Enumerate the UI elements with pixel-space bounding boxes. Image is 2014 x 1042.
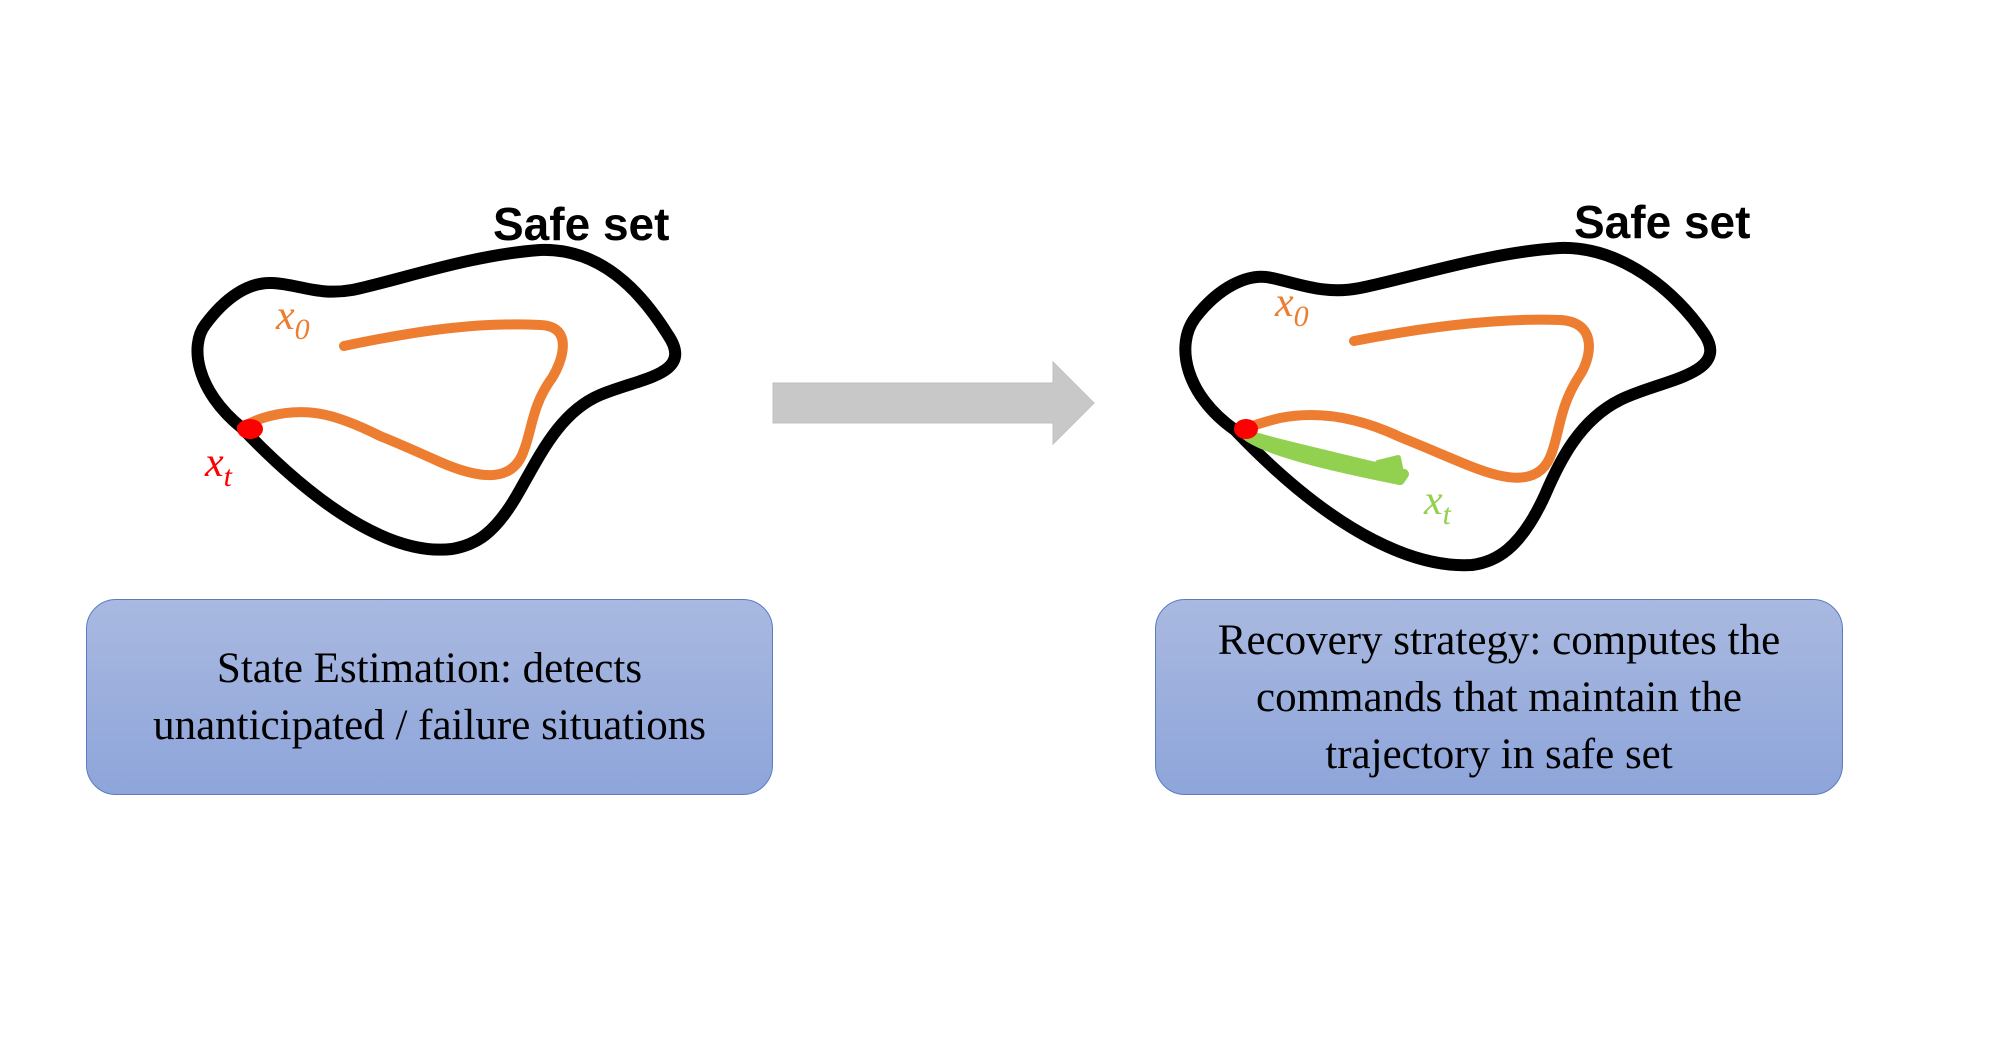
left-trajectory (237, 319, 568, 480)
right-trajectory (1240, 314, 1594, 483)
left-failure-point (237, 419, 263, 439)
right-safe-set-title: Safe set (1574, 196, 1750, 248)
right-recovery-path-head (1375, 455, 1405, 481)
left-safe-set-boundary (191, 243, 681, 556)
left-x0-label: x0 (275, 293, 310, 346)
right-caption-box: Recovery strategy: computes the commands… (1155, 599, 1843, 795)
right-caption-text: Recovery strategy: computes the commands… (1217, 616, 1781, 778)
transition-arrow (772, 360, 1095, 446)
right-xt-label: xt (1423, 478, 1452, 531)
right-failure-point (1234, 419, 1258, 439)
right-safe-set-panel: Safe set x0 xt (1179, 196, 1750, 572)
left-caption-text: State Estimation: detects unanticipated … (153, 645, 706, 749)
left-xt-label: xt (204, 440, 233, 493)
left-safe-set-panel: Safe set x0 xt (191, 198, 681, 556)
right-x0-label: x0 (1274, 280, 1309, 333)
right-safe-set-boundary (1179, 241, 1717, 572)
left-caption-box: State Estimation: detects unanticipated … (86, 599, 773, 795)
left-safe-set-title: Safe set (493, 198, 669, 250)
